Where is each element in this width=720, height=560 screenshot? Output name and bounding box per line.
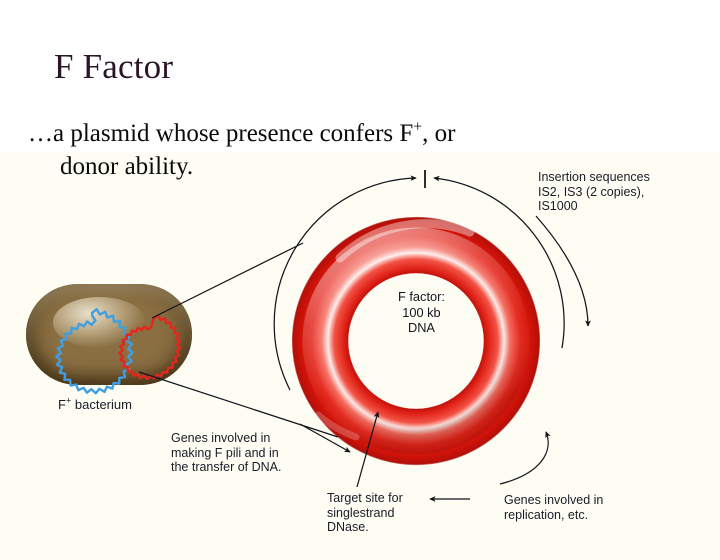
body-text-part-2: , or [422, 120, 456, 147]
leader-line-plasmid-upper [151, 242, 304, 319]
slide-body-text: …a plasmid whose presence confers F+, or… [28, 117, 508, 183]
label-replication-genes: Genes involved in replication, etc. [504, 493, 604, 522]
f-plus-superscript: + [413, 118, 423, 136]
body-text-line-2: donor ability. [60, 153, 194, 180]
body-text-part-1: …a plasmid whose presence confers F [28, 120, 414, 147]
label-f-plus-bacterium-pre: F [58, 397, 66, 412]
extent-arcs [273, 170, 565, 391]
page-title: F Factor [54, 47, 174, 86]
arc-right-to-tick [433, 175, 565, 349]
arc-left-to-tick [273, 175, 417, 391]
label-insertion-sequences: Insertion sequences IS2, IS3 (2 copies),… [538, 170, 650, 213]
arrow-target-site [356, 411, 380, 488]
arrow-insertion-sequences [535, 215, 591, 327]
arrow-pili-genes [299, 423, 351, 453]
arrow-replication-genes [499, 431, 551, 485]
label-pili-genes: Genes involved in making F pili and in t… [171, 431, 282, 474]
label-f-plus-bacterium-post: bacterium [71, 397, 132, 412]
bacterium-chromosome-dna [55, 308, 134, 395]
label-f-plus-bacterium: F+ bacterium [58, 395, 132, 413]
label-f-factor-center: F factor: 100 kb DNA [398, 289, 445, 335]
bacterium-f-plasmid-dna [118, 314, 182, 381]
f-factor-torus [291, 216, 541, 466]
plus-superscript-icon: + [65, 395, 72, 406]
annotation-arrows [299, 215, 591, 502]
label-target-site: Target site for singlestrand DNase. [327, 491, 403, 534]
